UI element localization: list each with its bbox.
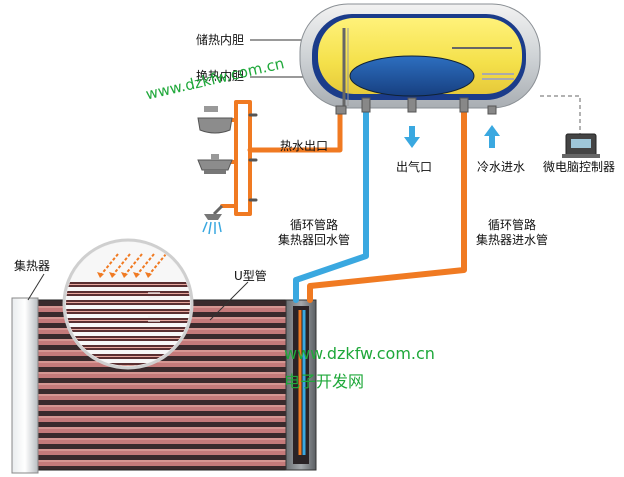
- hot-water-outlet-pipe: [247, 97, 343, 153]
- u-tube-magnifier: [62, 238, 194, 370]
- collector-tube: [38, 361, 286, 367]
- collector-left-header: [11, 297, 39, 474]
- bathtub-icon: [197, 106, 233, 134]
- inlet-pipe-label-line1: 循环管路: [487, 218, 536, 232]
- collector-tube: [38, 427, 286, 433]
- collector-tube: [38, 460, 286, 466]
- hot-water-outlet-label: 热水出口: [280, 139, 329, 153]
- magnifier-tube-rows: [66, 282, 190, 366]
- inlet-pipe-label-line2: 集热器进水管: [475, 233, 548, 247]
- return-pipe: [293, 99, 369, 303]
- collector-tube: [38, 449, 286, 455]
- return-pipe-label: 循环管路 集热器回水管: [272, 218, 356, 248]
- sink-icon: [197, 154, 233, 174]
- cold-water-inlet-arrow-icon: [484, 125, 500, 148]
- inlet-pipe-label: 循环管路 集热器进水管: [470, 218, 554, 248]
- circulation-pipes: [218, 97, 467, 303]
- collector-tube: [38, 383, 286, 389]
- storage-tank-label: 储热内胆: [196, 33, 245, 47]
- magnified-tube: [66, 363, 190, 366]
- collector-tube: [38, 394, 286, 400]
- watermark-site-name: 电子开发网: [284, 372, 365, 391]
- tank-fittings: [335, 97, 497, 115]
- controller: [540, 95, 600, 158]
- inlet-pipe: [307, 107, 467, 303]
- collector-tube: [38, 438, 286, 444]
- u-tube-label: U型管: [234, 269, 267, 283]
- sun-rays-icon: [97, 253, 167, 278]
- heat-exchange-tank-label: 换热内胆: [196, 69, 245, 83]
- heat-exchange-tank: [349, 55, 475, 97]
- cold-water-inlet-label: 冷水进水: [477, 160, 526, 174]
- collector-tube: [38, 405, 286, 411]
- return-pipe-label-line2: 集热器回水管: [277, 233, 350, 247]
- collector-tube: [38, 416, 286, 422]
- shower-icon: [202, 204, 224, 235]
- collector-tube: [38, 372, 286, 378]
- watermark-url-mid: www.dzkfw.com.cn: [284, 344, 435, 363]
- air-outlet-arrow-icon: [404, 126, 420, 148]
- air-outlet-label: 出气口: [396, 160, 433, 174]
- water-tank: [299, 3, 541, 115]
- controller-label: 微电脑控制器: [543, 160, 616, 174]
- faucet-riser: [234, 100, 252, 216]
- return-pipe-label-line1: 循环管路: [289, 218, 338, 232]
- collector-label: 集热器: [14, 259, 51, 273]
